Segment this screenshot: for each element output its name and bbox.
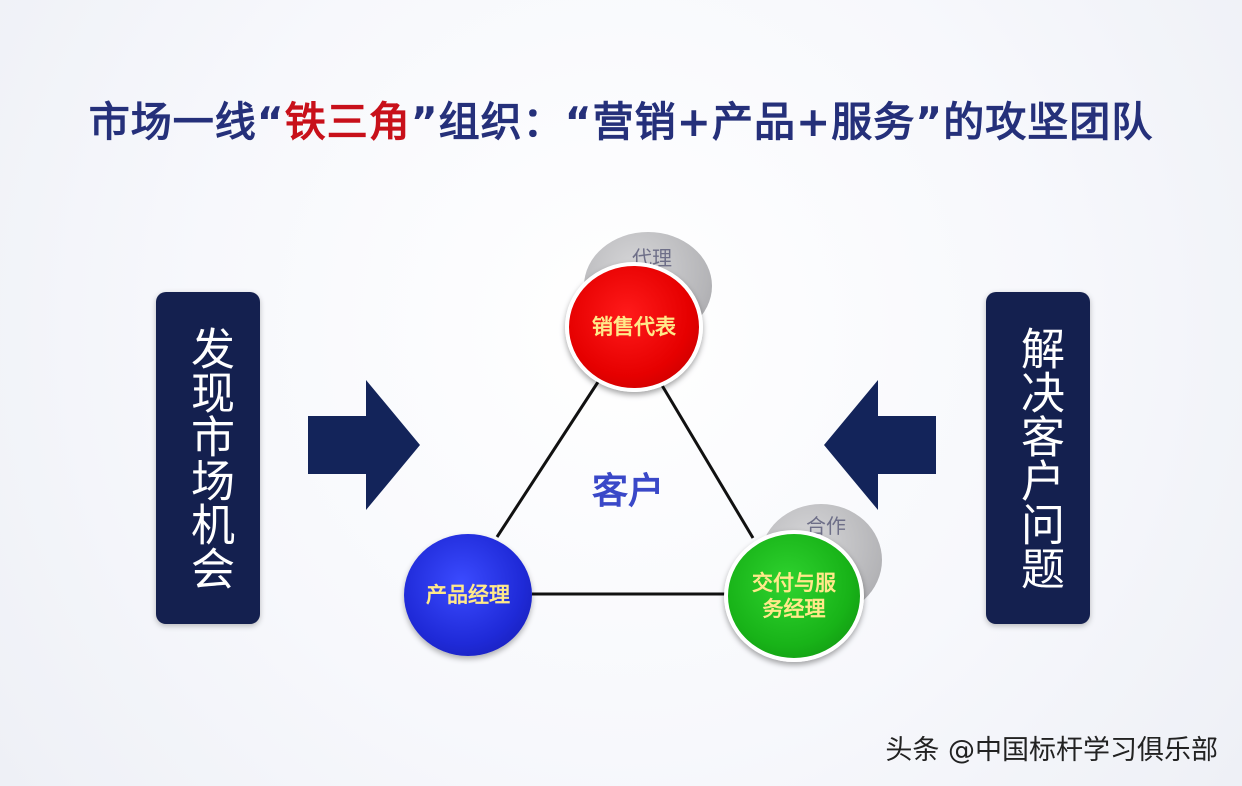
title-prefix: 市场一线“ bbox=[88, 98, 285, 146]
left-arrow-icon bbox=[824, 380, 936, 510]
node-sales-label: 销售代表 bbox=[592, 315, 676, 339]
edge-sales-product bbox=[495, 381, 600, 538]
left-panel-text: 发现市场机会 bbox=[183, 326, 234, 590]
page-title: 市场一线“铁三角”组织：“营销+产品+服务”的攻坚团队 bbox=[0, 88, 1242, 148]
edge-sales-delivery bbox=[658, 381, 755, 539]
right-panel: 解决客户问题 bbox=[986, 292, 1090, 624]
left-panel: 发现市场机会 bbox=[156, 292, 260, 624]
node-product-label: 产品经理 bbox=[426, 583, 510, 607]
center-customer-label: 客户 bbox=[591, 471, 664, 512]
title-highlight: 铁三角 bbox=[284, 98, 411, 146]
node-delivery-label: 交付与服务经理 bbox=[752, 571, 836, 621]
title-suffix: ”组织：“营销+产品+服务”的攻坚团队 bbox=[410, 98, 1154, 146]
node-product-manager: 产品经理 bbox=[404, 534, 532, 656]
right-arrow-icon bbox=[308, 380, 420, 510]
right-panel-text: 解决客户问题 bbox=[1013, 326, 1064, 590]
node-delivery-service-manager: 交付与服务经理 bbox=[724, 530, 864, 662]
node-sales-representative: 销售代表 bbox=[565, 262, 703, 392]
watermark: 头条 @中国标杆学习俱乐部 bbox=[885, 735, 1218, 766]
